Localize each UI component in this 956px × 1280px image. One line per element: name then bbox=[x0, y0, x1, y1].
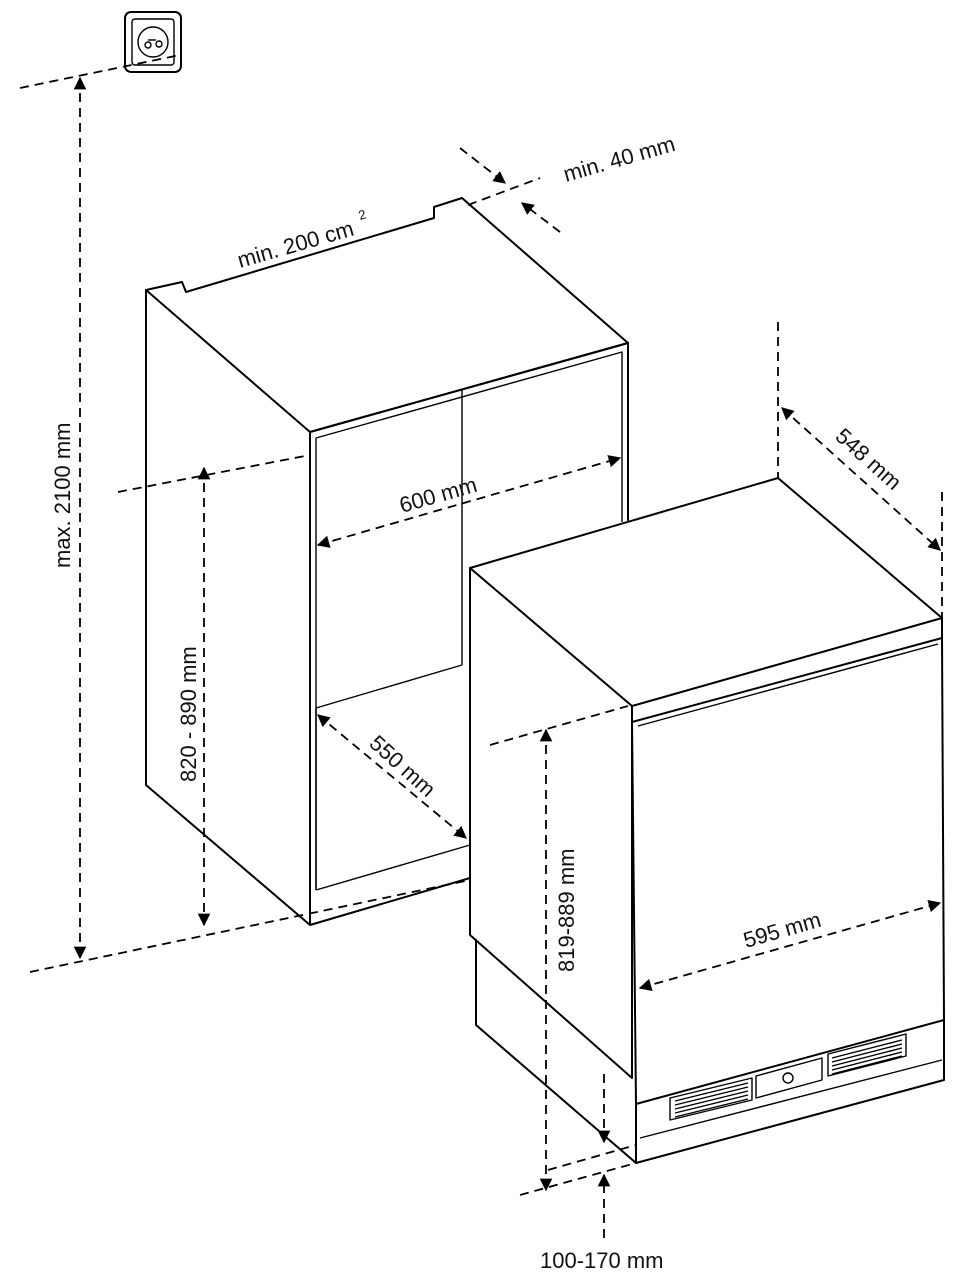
plinth-height-label: 100-170 mm bbox=[540, 1248, 664, 1273]
appliance-depth-label: 548 mm bbox=[831, 423, 907, 495]
min-vent-area-exponent: 2 bbox=[357, 206, 368, 222]
min-gap-label: min. 40 mm bbox=[560, 131, 677, 187]
niche-cabinet bbox=[145, 197, 629, 926]
appliance-box bbox=[469, 477, 945, 1164]
max-height-label: max. 2100 mm bbox=[50, 423, 75, 569]
appliance-width-label: 595 mm bbox=[740, 907, 823, 953]
control-light-icon bbox=[782, 1072, 794, 1084]
min-vent-area-label: min. 200 cm bbox=[234, 216, 356, 273]
power-socket-icon bbox=[124, 11, 182, 73]
niche-height-label: 820 - 890 mm bbox=[176, 646, 201, 782]
appliance-height-label: 819-889 mm bbox=[554, 848, 579, 972]
niche-depth-label: 550 mm bbox=[365, 730, 441, 802]
